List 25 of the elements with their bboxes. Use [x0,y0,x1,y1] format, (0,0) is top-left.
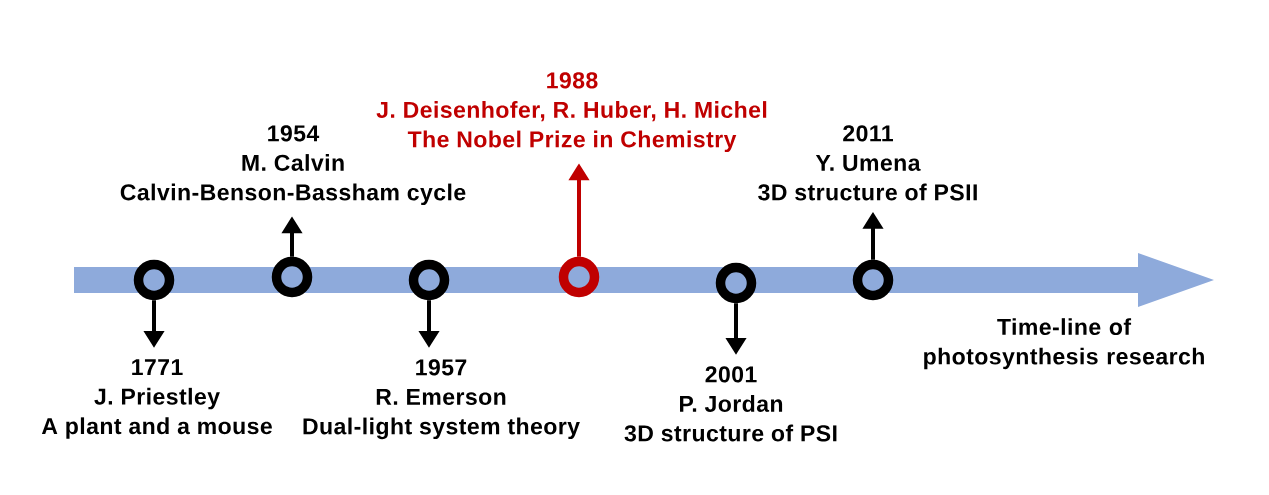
author-text: J. Deisenhofer, R. Huber, H. Michel [376,101,767,122]
year-text: 1988 [547,72,598,89]
description-text: The Nobel Prize in Chemistry [407,130,737,152]
ring-marker [271,256,313,298]
author-text: P. Jordan [680,395,783,412]
author-text: Y. Umena [815,154,921,171]
description-text: 3D structure of PSI [624,424,837,442]
ring-marker [852,259,894,301]
description-text: 3D structure of PSII [758,183,977,201]
ring-marker [715,262,757,304]
year-text: 1771 [132,359,183,375]
year-text: 2001 [705,366,757,383]
description-text: Dual-light system theory [303,417,580,440]
ring-marker [558,256,600,298]
description-text: Calvin-Benson-Bassham cycle [120,183,466,205]
timeline-caption: Time-line of photosynthesis research [924,318,1204,370]
ring-marker [133,259,175,301]
year-text: 2011 [843,125,893,142]
author-text: M. Calvin [242,154,344,171]
year-text: 1954 [268,125,320,142]
author-text: J. Priestley [94,387,220,410]
description-text: A plant and a mouse [41,417,272,439]
ring-marker [408,259,450,301]
year-text: 1957 [416,359,467,376]
author-text: R. Emerson [376,388,506,405]
